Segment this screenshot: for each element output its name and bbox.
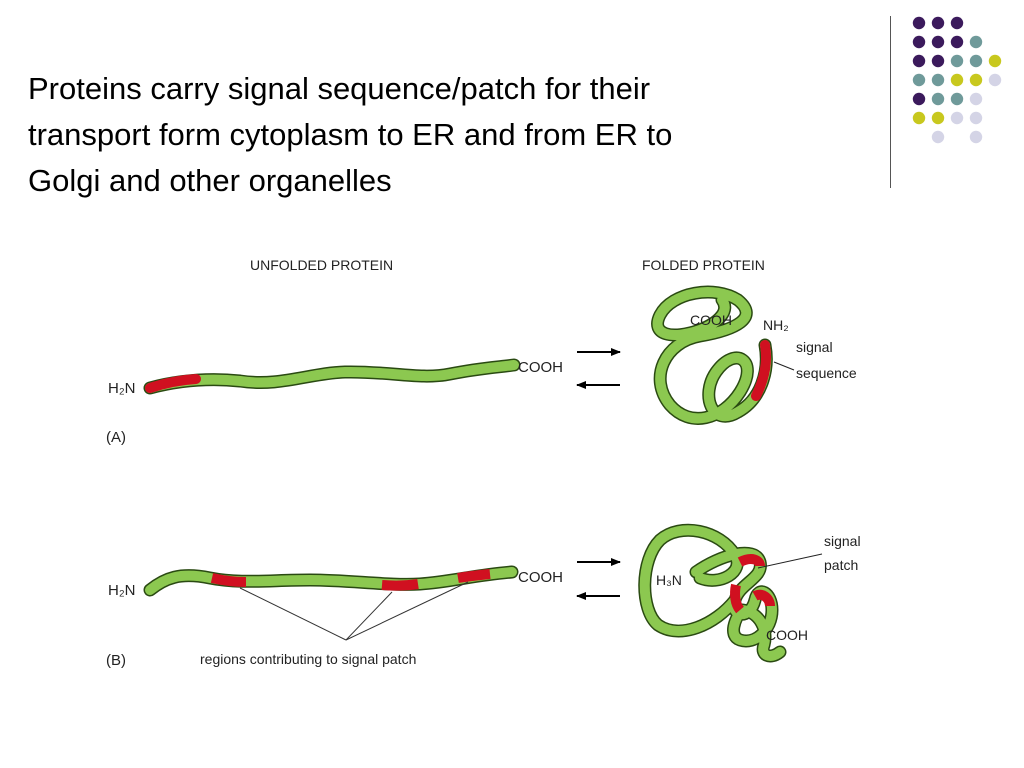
signal-patch-label-line1: signal — [824, 533, 861, 549]
decorative-dot — [931, 16, 945, 30]
decorative-dot — [950, 111, 964, 125]
unfolded-protein-a — [143, 358, 521, 395]
folded-signal-patch-3 — [752, 589, 775, 607]
decorative-dot — [931, 35, 945, 49]
decorative-dot — [912, 111, 926, 125]
decorative-dot — [969, 54, 983, 68]
signal-sequence-pointer — [773, 361, 795, 371]
decorative-dot — [912, 73, 926, 87]
decorative-dot — [912, 16, 926, 30]
panel-b-c-terminus: COOH — [518, 569, 563, 586]
decorative-dot — [969, 35, 983, 49]
folded-signal-patch-1 — [737, 554, 765, 567]
decorative-dot — [950, 73, 964, 87]
folded-signal-sequence-segment — [751, 340, 771, 401]
signal-region-3 — [457, 569, 491, 583]
decorative-dot — [931, 111, 945, 125]
title-line-2: transport form cytoplasm to ER and from … — [28, 117, 673, 152]
protein-signal-diagram: UNFOLDED PROTEIN FOLDED PROTEIN H₂N COOH… — [106, 257, 861, 669]
signal-region-1 — [210, 573, 247, 587]
panel-a-n-terminus: H₂N — [108, 380, 136, 397]
signal-sequence-segment — [145, 374, 201, 393]
signal-sequence-label-line1: signal — [796, 339, 833, 355]
decorative-dot — [912, 92, 926, 106]
title-divider-line — [890, 16, 891, 188]
panel-b-label: (B) — [106, 652, 126, 669]
unfolded-protein-b — [143, 565, 519, 597]
title-line-1: Proteins carry signal sequence/patch for… — [28, 71, 651, 106]
region-pointer-lines — [239, 581, 469, 641]
decorative-dot — [988, 54, 1002, 68]
panel-b-n-terminus: H₂N — [108, 582, 136, 599]
decorative-dot — [931, 92, 945, 106]
regions-caption: regions contributing to signal patch — [200, 651, 416, 667]
decorative-dot — [931, 130, 945, 144]
unfolded-protein-heading: UNFOLDED PROTEIN — [250, 257, 393, 273]
folded-a-c-terminus: COOH — [690, 312, 732, 328]
folded-protein-heading: FOLDED PROTEIN — [642, 257, 765, 273]
folded-b-c-terminus: COOH — [766, 627, 808, 643]
panel-a-c-terminus: COOH — [518, 359, 563, 376]
signal-sequence-label-line2: sequence — [796, 365, 857, 381]
decorative-dot — [950, 54, 964, 68]
folded-b-n-terminus: H₃N — [656, 572, 682, 588]
decorative-dot — [988, 73, 1002, 87]
decorative-dot — [950, 92, 964, 106]
decorative-dot — [969, 130, 983, 144]
decorative-dot — [912, 35, 926, 49]
signal-patch-pointer — [757, 553, 823, 569]
decorative-dot — [969, 73, 983, 87]
slide-title: Proteins carry signal sequence/patch for… — [28, 66, 878, 204]
folded-protein-a — [651, 285, 773, 425]
title-line-3: Golgi and other organelles — [28, 163, 392, 198]
decorative-dot — [969, 92, 983, 106]
decorative-dot — [969, 111, 983, 125]
panel-a-label: (A) — [106, 429, 126, 446]
decorative-dot — [950, 16, 964, 30]
folded-a-n-terminus: NH₂ — [763, 317, 789, 333]
decorative-dot — [912, 54, 926, 68]
decorative-dot — [931, 54, 945, 68]
decorative-dot-grid — [912, 16, 1002, 144]
decorative-dot — [931, 73, 945, 87]
folded-signal-patch-2 — [730, 583, 745, 614]
decorative-dot — [950, 35, 964, 49]
signal-region-2 — [381, 579, 419, 591]
signal-patch-label-line2: patch — [824, 557, 858, 573]
folded-protein-b — [638, 523, 787, 663]
